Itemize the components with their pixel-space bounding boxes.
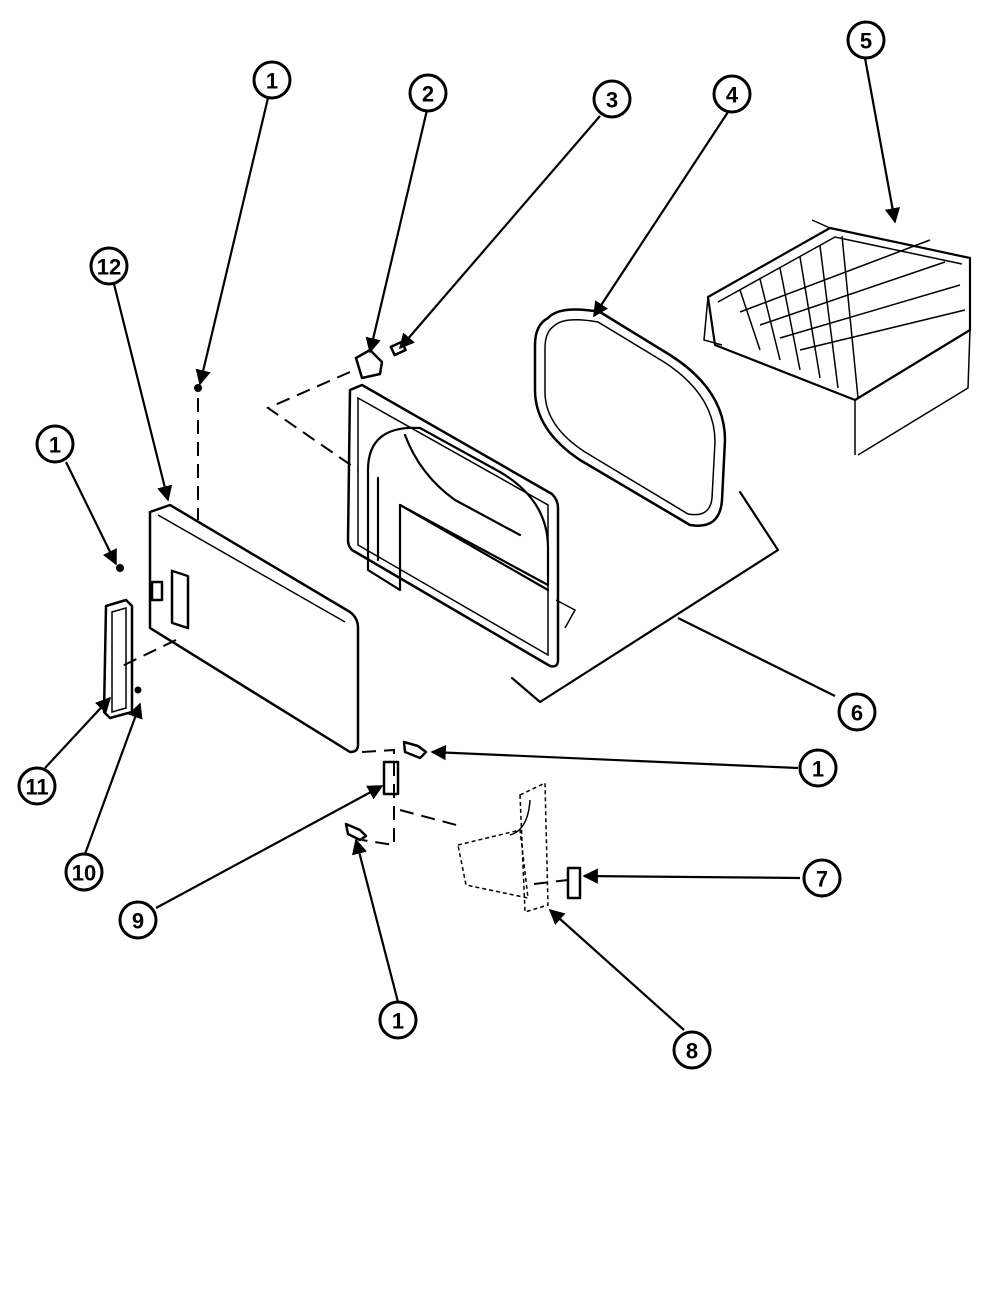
door-panel xyxy=(148,503,360,754)
svg-text:6: 6 xyxy=(851,701,863,726)
svg-text:11: 11 xyxy=(25,775,48,800)
svg-text:8: 8 xyxy=(686,1039,698,1064)
svg-text:4: 4 xyxy=(726,83,739,108)
svg-text:2: 2 xyxy=(422,82,434,107)
svg-text:3: 3 xyxy=(606,88,618,113)
svg-text:1: 1 xyxy=(266,69,278,94)
svg-text:10: 10 xyxy=(72,861,96,886)
callout-11: 11 xyxy=(17,766,57,806)
drying-rack xyxy=(703,219,972,456)
svg-text:1: 1 xyxy=(812,757,824,782)
callout-2: 2 xyxy=(408,73,448,113)
callout-5: 5 xyxy=(846,20,886,60)
callout-1-top: 1 xyxy=(252,60,292,100)
callout-10: 10 xyxy=(64,852,104,892)
callout-7: 7 xyxy=(802,858,842,898)
callout-3: 3 xyxy=(592,79,632,119)
dashed-guide-lines xyxy=(117,371,569,885)
svg-text:1: 1 xyxy=(392,1009,404,1034)
callout-6: 6 xyxy=(837,692,877,732)
callout-1-left: 1 xyxy=(35,424,75,464)
callout-9: 9 xyxy=(118,900,158,940)
assembly-bracket xyxy=(510,490,780,704)
callout-1-bottom: 1 xyxy=(378,1000,418,1040)
svg-text:12: 12 xyxy=(97,255,121,280)
svg-text:7: 7 xyxy=(816,867,828,892)
callout-12: 12 xyxy=(89,246,129,286)
callout-8: 8 xyxy=(672,1030,712,1070)
svg-text:5: 5 xyxy=(860,29,872,54)
leader-lines xyxy=(44,57,901,1031)
inner-door-frame xyxy=(346,383,577,668)
hinge-bracket xyxy=(457,781,549,913)
callout-4: 4 xyxy=(712,74,752,114)
door-gasket xyxy=(533,308,727,527)
callout-1-right: 1 xyxy=(798,748,838,788)
svg-text:1: 1 xyxy=(49,433,61,458)
svg-text:9: 9 xyxy=(132,909,144,934)
